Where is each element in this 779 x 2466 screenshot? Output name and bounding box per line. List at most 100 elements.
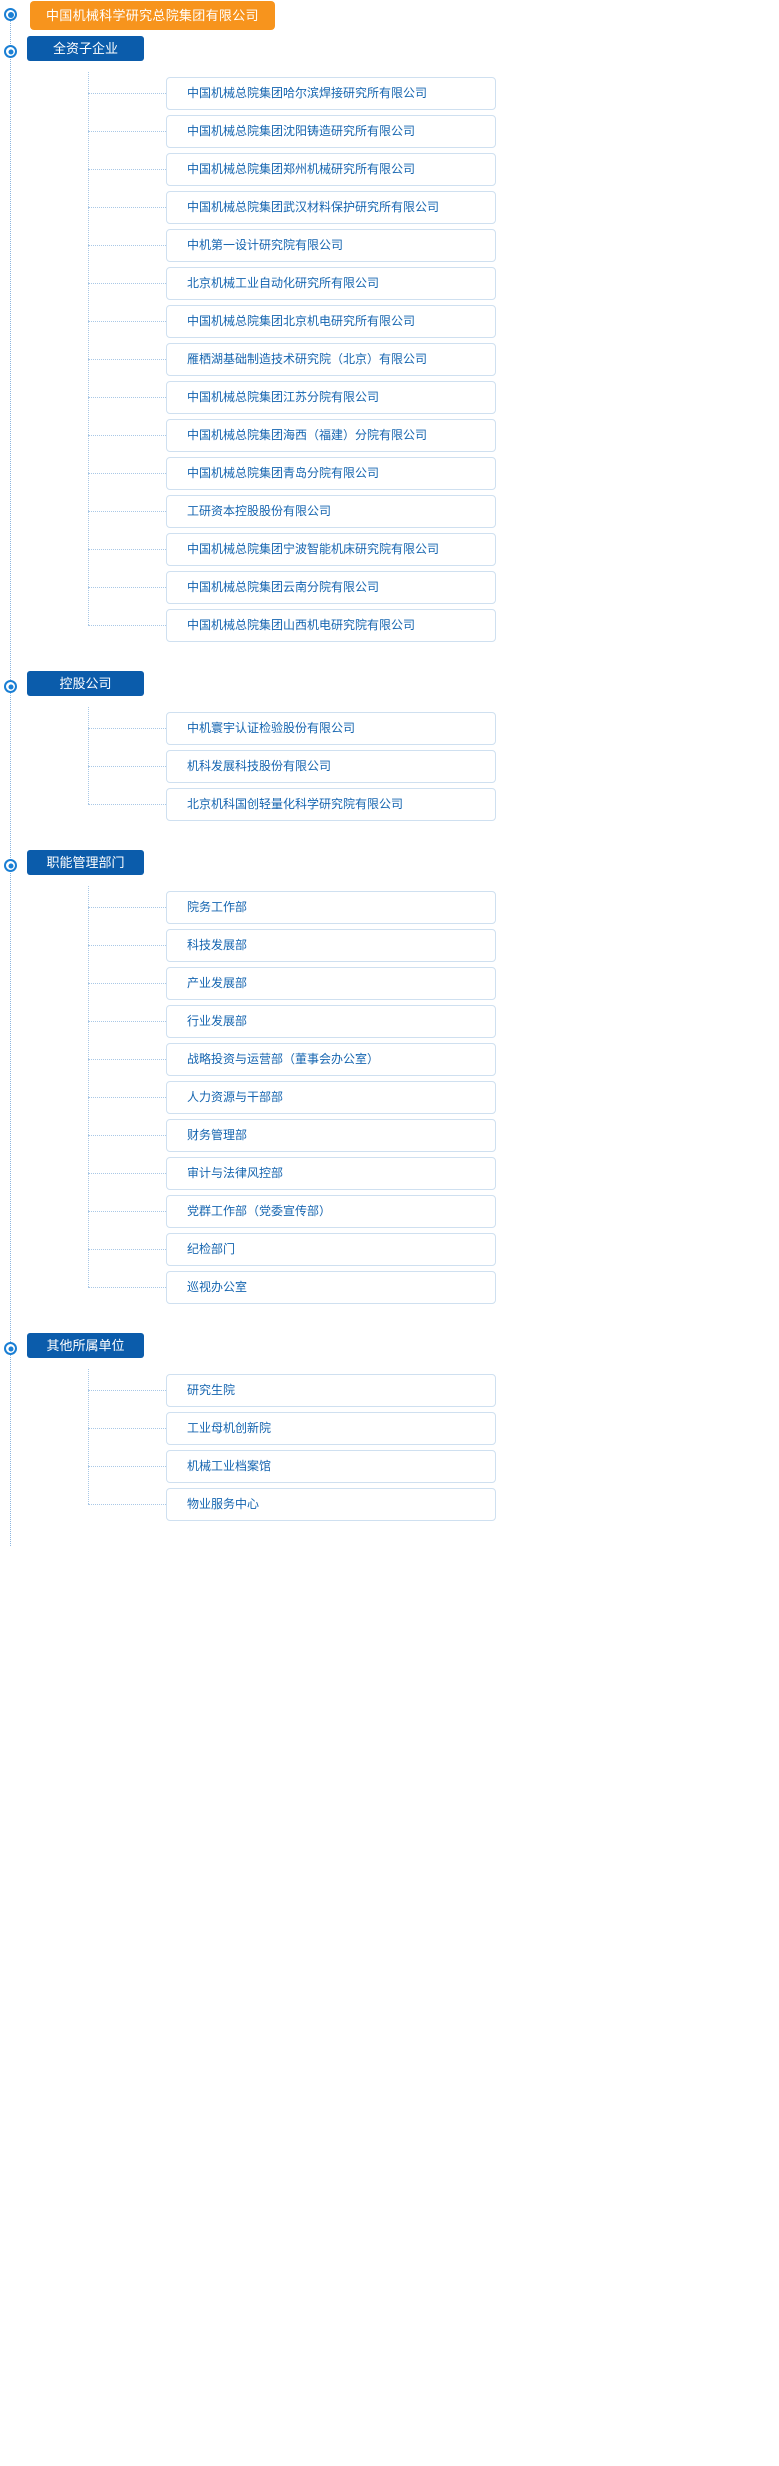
org-item-card[interactable]: 中国机械总院集团宁波智能机床研究院有限公司 — [166, 533, 496, 566]
org-item-card[interactable]: 中国机械总院集团青岛分院有限公司 — [166, 457, 496, 490]
branch-riser-line — [88, 1369, 89, 1504]
branch-riser-line — [88, 72, 89, 625]
root-company-chip[interactable]: 中国机械科学研究总院集团有限公司 — [30, 1, 275, 30]
item-connector-line — [88, 511, 166, 512]
section-chip[interactable]: 全资子企业 — [27, 36, 144, 61]
org-item-row: 审计与法律风控部 — [0, 1157, 779, 1190]
org-item-card[interactable]: 战略投资与运营部（董事会办公室） — [166, 1043, 496, 1076]
org-item-row: 人力资源与干部部 — [0, 1081, 779, 1114]
org-item-row: 物业服务中心 — [0, 1488, 779, 1521]
item-connector-line — [88, 1249, 166, 1250]
org-item-card[interactable]: 审计与法律风控部 — [166, 1157, 496, 1190]
org-item-row: 中国机械总院集团宁波智能机床研究院有限公司 — [0, 533, 779, 566]
section-node-marker-icon — [4, 680, 17, 693]
item-connector-line — [88, 359, 166, 360]
org-item-card[interactable]: 机械工业档案馆 — [166, 1450, 496, 1483]
item-connector-line — [88, 728, 166, 729]
section-spacer — [0, 647, 779, 667]
org-item-row: 纪检部门 — [0, 1233, 779, 1266]
item-connector-line — [88, 1504, 166, 1505]
org-item-card[interactable]: 雁栖湖基础制造技术研究院（北京）有限公司 — [166, 343, 496, 376]
org-item-card[interactable]: 中国机械总院集团哈尔滨焊接研究所有限公司 — [166, 77, 496, 110]
item-connector-line — [88, 1428, 166, 1429]
org-item-card[interactable]: 中国机械总院集团北京机电研究所有限公司 — [166, 305, 496, 338]
org-item-card[interactable]: 党群工作部（党委宣传部） — [166, 1195, 496, 1228]
org-section: 职能管理部门院务工作部科技发展部产业发展部行业发展部战略投资与运营部（董事会办公… — [0, 846, 779, 1329]
section-branch: 中机寰宇认证检验股份有限公司机科发展科技股份有限公司北京机科国创轻量化科学研究院… — [0, 707, 779, 821]
org-item-card[interactable]: 中国机械总院集团海西（福建）分院有限公司 — [166, 419, 496, 452]
item-connector-line — [88, 245, 166, 246]
root-node-marker-icon — [4, 8, 17, 21]
org-item-card[interactable]: 中国机械总院集团郑州机械研究所有限公司 — [166, 153, 496, 186]
section-branch: 中国机械总院集团哈尔滨焊接研究所有限公司中国机械总院集团沈阳铸造研究所有限公司中… — [0, 72, 779, 642]
org-item-row: 中国机械总院集团沈阳铸造研究所有限公司 — [0, 115, 779, 148]
org-item-card[interactable]: 中机寰宇认证检验股份有限公司 — [166, 712, 496, 745]
item-connector-line — [88, 397, 166, 398]
section-chip[interactable]: 其他所属单位 — [27, 1333, 144, 1358]
org-item-card[interactable]: 北京机科国创轻量化科学研究院有限公司 — [166, 788, 496, 821]
org-item-card[interactable]: 中国机械总院集团云南分院有限公司 — [166, 571, 496, 604]
org-item-card[interactable]: 中国机械总院集团武汉材料保护研究所有限公司 — [166, 191, 496, 224]
item-connector-line — [88, 1466, 166, 1467]
org-item-card[interactable]: 物业服务中心 — [166, 1488, 496, 1521]
org-item-row: 北京机械工业自动化研究所有限公司 — [0, 267, 779, 300]
org-item-row: 战略投资与运营部（董事会办公室） — [0, 1043, 779, 1076]
org-item-card[interactable]: 研究生院 — [166, 1374, 496, 1407]
item-connector-line — [88, 169, 166, 170]
section-header: 全资子企业 — [0, 32, 779, 72]
item-connector-line — [88, 1135, 166, 1136]
org-item-row: 中国机械总院集团青岛分院有限公司 — [0, 457, 779, 490]
org-item-card[interactable]: 中国机械总院集团沈阳铸造研究所有限公司 — [166, 115, 496, 148]
org-section: 全资子企业中国机械总院集团哈尔滨焊接研究所有限公司中国机械总院集团沈阳铸造研究所… — [0, 32, 779, 667]
section-header: 其他所属单位 — [0, 1329, 779, 1369]
org-item-row: 机科发展科技股份有限公司 — [0, 750, 779, 783]
org-item-row: 中国机械总院集团海西（福建）分院有限公司 — [0, 419, 779, 452]
branch-riser-line — [88, 886, 89, 1287]
item-connector-line — [88, 1097, 166, 1098]
org-item-card[interactable]: 财务管理部 — [166, 1119, 496, 1152]
item-connector-line — [88, 321, 166, 322]
org-item-card[interactable]: 科技发展部 — [166, 929, 496, 962]
item-connector-line — [88, 625, 166, 626]
item-connector-line — [88, 283, 166, 284]
sections-container: 全资子企业中国机械总院集团哈尔滨焊接研究所有限公司中国机械总院集团沈阳铸造研究所… — [0, 32, 779, 1546]
org-item-row: 行业发展部 — [0, 1005, 779, 1038]
org-item-card[interactable]: 机科发展科技股份有限公司 — [166, 750, 496, 783]
org-item-card[interactable]: 中国机械总院集团江苏分院有限公司 — [166, 381, 496, 414]
org-item-row: 中国机械总院集团云南分院有限公司 — [0, 571, 779, 604]
org-item-card[interactable]: 中机第一设计研究院有限公司 — [166, 229, 496, 262]
org-item-card[interactable]: 纪检部门 — [166, 1233, 496, 1266]
section-branch: 研究生院工业母机创新院机械工业档案馆物业服务中心 — [0, 1369, 779, 1521]
org-item-card[interactable]: 院务工作部 — [166, 891, 496, 924]
org-item-card[interactable]: 巡视办公室 — [166, 1271, 496, 1304]
org-item-row: 中国机械总院集团江苏分院有限公司 — [0, 381, 779, 414]
org-item-card[interactable]: 产业发展部 — [166, 967, 496, 1000]
org-item-row: 中机第一设计研究院有限公司 — [0, 229, 779, 262]
item-connector-line — [88, 207, 166, 208]
org-item-row: 财务管理部 — [0, 1119, 779, 1152]
org-item-row: 研究生院 — [0, 1374, 779, 1407]
org-item-card[interactable]: 北京机械工业自动化研究所有限公司 — [166, 267, 496, 300]
section-chip[interactable]: 职能管理部门 — [27, 850, 144, 875]
org-item-row: 科技发展部 — [0, 929, 779, 962]
section-chip[interactable]: 控股公司 — [27, 671, 144, 696]
item-connector-line — [88, 1211, 166, 1212]
org-item-row: 产业发展部 — [0, 967, 779, 1000]
org-item-row: 中国机械总院集团北京机电研究所有限公司 — [0, 305, 779, 338]
org-item-card[interactable]: 工研资本控股股份有限公司 — [166, 495, 496, 528]
org-item-card[interactable]: 工业母机创新院 — [166, 1412, 496, 1445]
org-item-card[interactable]: 行业发展部 — [166, 1005, 496, 1038]
item-connector-line — [88, 435, 166, 436]
item-connector-line — [88, 131, 166, 132]
org-chart: 中国机械科学研究总院集团有限公司 全资子企业中国机械总院集团哈尔滨焊接研究所有限… — [0, 0, 779, 1546]
org-item-row: 工业母机创新院 — [0, 1412, 779, 1445]
org-item-row: 北京机科国创轻量化科学研究院有限公司 — [0, 788, 779, 821]
org-item-card[interactable]: 人力资源与干部部 — [166, 1081, 496, 1114]
org-item-card[interactable]: 中国机械总院集团山西机电研究院有限公司 — [166, 609, 496, 642]
org-item-row: 雁栖湖基础制造技术研究院（北京）有限公司 — [0, 343, 779, 376]
item-connector-line — [88, 549, 166, 550]
org-item-row: 巡视办公室 — [0, 1271, 779, 1304]
item-connector-line — [88, 1287, 166, 1288]
section-node-marker-icon — [4, 45, 17, 58]
section-header: 职能管理部门 — [0, 846, 779, 886]
